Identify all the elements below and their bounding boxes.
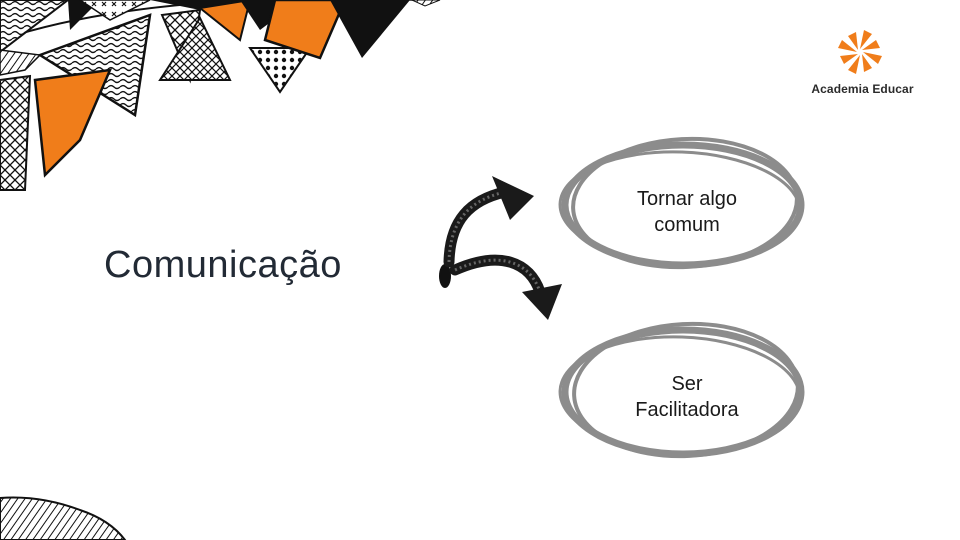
oval-top (558, 136, 805, 270)
arrow-down-right-icon (449, 254, 562, 320)
bullet-dot-icon (439, 264, 451, 288)
academia-educar-logo: Academia Educar (800, 22, 925, 102)
oval-bottom (558, 321, 805, 459)
arrow-up-right-icon (443, 176, 534, 268)
bubble-bottom-line1: Ser (671, 373, 703, 395)
bubble-text-top: Tornar algo comum (587, 186, 787, 238)
bubble-bottom-line2: Facilitadora (635, 399, 739, 421)
bubble-top-line1: Tornar algo (636, 188, 738, 210)
bubble-top-line2: comum (654, 214, 720, 236)
bubble-text-bottom: Ser Facilitadora (587, 371, 787, 423)
slide-title: Comunicação (104, 244, 342, 286)
logo-text: Academia Educar (811, 82, 914, 96)
pinwheel-logo-icon (838, 30, 882, 74)
